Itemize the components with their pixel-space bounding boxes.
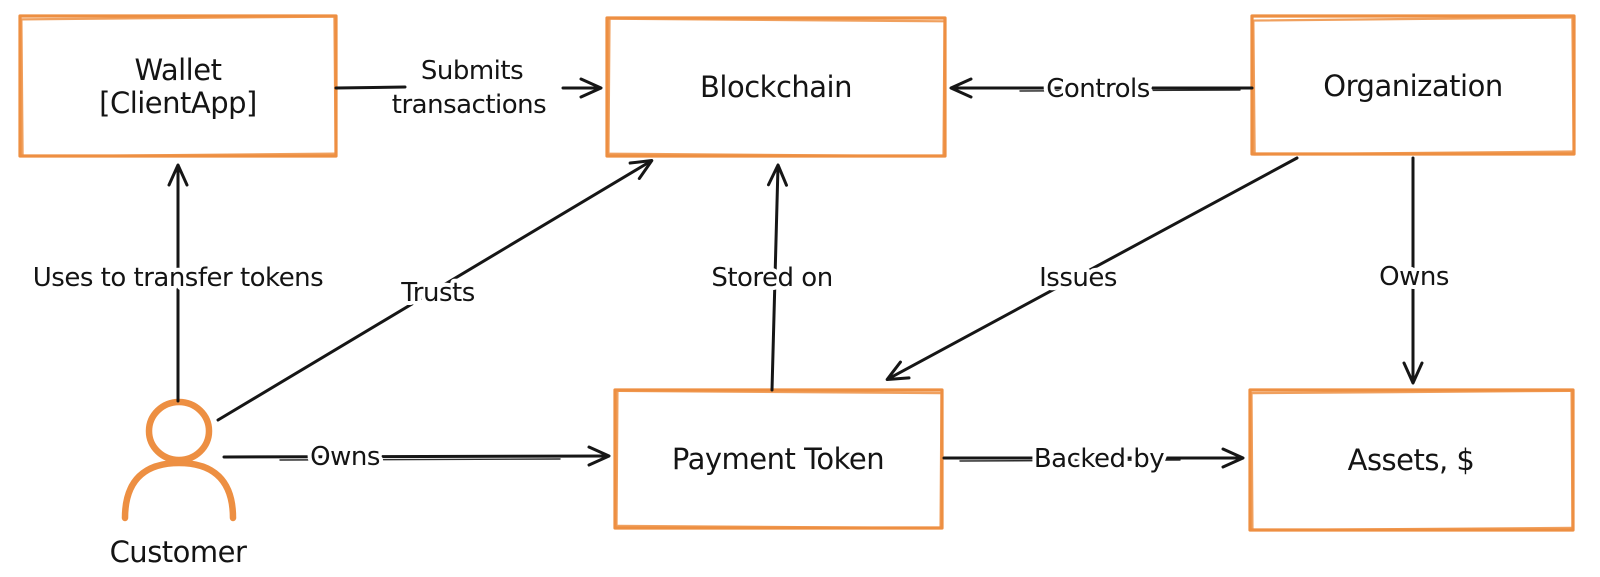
organization-label: Organization — [1323, 69, 1502, 103]
payment-token-label: Payment Token — [672, 442, 884, 476]
person-body-icon — [121, 459, 237, 522]
edge-submits-transactions: Submits transactions — [334, 52, 603, 124]
blockchain-label: Blockchain — [700, 70, 852, 104]
edge-label-owns-assets: Owns — [1379, 262, 1449, 292]
assets-label: Assets, $ — [1348, 443, 1475, 477]
edge-label-submits-line1: Submits — [421, 56, 523, 86]
node-wallet: Wallet [ClientApp] — [18, 14, 338, 158]
edge-controls: Controls — [949, 70, 1254, 108]
edge-owns-token: Owns — [222, 438, 611, 476]
edge-stored-on: Stored on — [707, 163, 837, 392]
wallet-label-line2: [ClientApp] — [99, 86, 257, 120]
edge-label-stored-on: Stored on — [711, 263, 832, 293]
node-payment-token: Payment Token — [613, 388, 944, 530]
edge-issues: Issues — [885, 156, 1299, 381]
edge-label-uses: Uses to transfer tokens — [33, 263, 323, 293]
edge-uses-to-transfer-tokens: Uses to transfer tokens — [29, 163, 328, 403]
edge-trusts: Trusts — [216, 158, 654, 422]
edge-owns-assets: Owns — [1375, 156, 1453, 385]
edge-label-backed-by: Backed by — [1034, 444, 1164, 474]
edge-label-trusts: Trusts — [400, 278, 475, 308]
edge-label-controls: Controls — [1046, 74, 1150, 104]
edge-backed-by: Backed by — [942, 440, 1245, 478]
edge-label-owns-token: Owns — [310, 442, 380, 472]
edge-label-submits-line2: transactions — [392, 90, 546, 120]
wallet-label-line1: Wallet — [135, 53, 222, 87]
node-customer: Customer — [110, 398, 248, 569]
node-blockchain: Blockchain — [605, 16, 947, 158]
edge-label-issues: Issues — [1039, 263, 1117, 293]
node-organization: Organization — [1250, 14, 1576, 156]
person-head-icon — [145, 398, 213, 464]
node-assets: Assets, $ — [1248, 388, 1575, 532]
customer-label: Customer — [110, 535, 247, 569]
